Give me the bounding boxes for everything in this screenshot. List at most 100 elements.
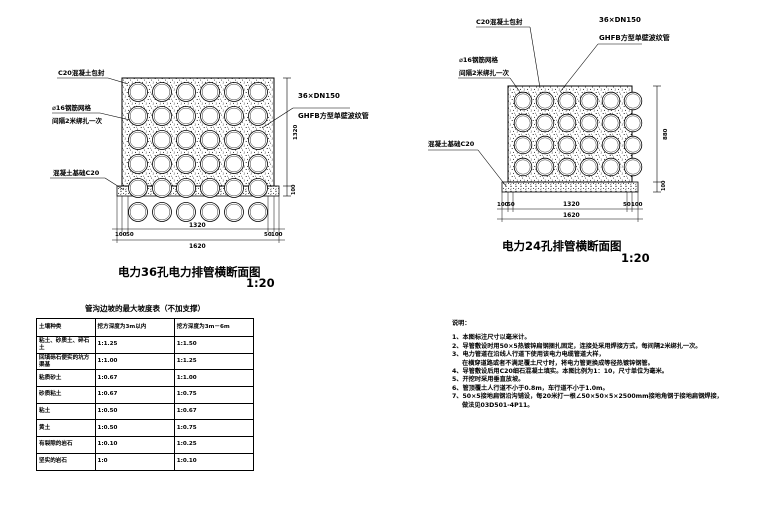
conduit-pipe: [623, 113, 643, 133]
conduit-pipe: [176, 82, 196, 102]
conduit-pipe: [579, 157, 599, 177]
table-row: 粘土、砂质土、碎石土 1:1.25 1:1.50: [36, 336, 255, 354]
table-cell: 1:0.25: [173, 436, 255, 454]
table-cell: 1:1.25: [173, 352, 255, 371]
conduit-pipe-inner: [581, 159, 597, 175]
conduit-pipe-inner: [515, 159, 531, 175]
section-24-hole: [428, 26, 661, 222]
conduit-pipe-inner: [201, 83, 219, 101]
conduit-pipe-inner: [249, 155, 267, 173]
conduit-pipe-inner: [515, 115, 531, 131]
conduit-pipe: [623, 157, 643, 177]
conduit-pipe-inner: [581, 93, 597, 109]
label-rebar-mesh: ⌀16钢筋网格: [52, 103, 91, 112]
conduit-pipe: [513, 157, 533, 177]
conduit-pipe: [200, 130, 220, 150]
conduit-pipe-inner: [625, 115, 641, 131]
table-header-cell: 挖方深度为3m以内: [94, 318, 175, 337]
table-cell: 粘质砂土: [36, 369, 96, 388]
label-foundation: 混凝土基础C20: [428, 139, 475, 148]
conduit-pipe-inner: [225, 179, 243, 197]
dim-seg-mid: 1320: [189, 222, 206, 229]
table-row: 砂质粘土 1:0.67 1:0.75: [36, 386, 255, 404]
conduit-pipe-inner: [201, 155, 219, 173]
conduit-pipe-inner: [625, 93, 641, 109]
dim-seg-right2: 100: [271, 232, 283, 238]
conduit-pipe: [128, 202, 148, 222]
dim-base-height: 100: [291, 184, 297, 195]
conduit-pipe: [601, 157, 621, 177]
table-header-cell: 土壤种类: [36, 318, 96, 337]
conduit-pipe-inner: [603, 159, 619, 175]
section-36-hole: [50, 77, 350, 243]
label-pipe-spec: 36×DN150: [599, 16, 641, 24]
conduit-pipe: [152, 130, 172, 150]
conduit-pipe-inner: [581, 115, 597, 131]
conduit-pipe-inner: [603, 137, 619, 153]
section-scale: 1:20: [246, 276, 275, 290]
note-item: 2、导管敷设时用50×5热镀锌扁钢捆扎固定，连接处采用焊接方式，每间隔2米绑扎一…: [452, 342, 702, 350]
section-scale: 1:20: [621, 251, 650, 265]
conduit-pipe-inner: [225, 83, 243, 101]
dim-height: 880: [663, 128, 669, 140]
conduit-pipe-inner: [249, 131, 267, 149]
conduit-pipe-inner: [129, 131, 147, 149]
conduit-pipe-inner: [625, 137, 641, 153]
conduit-pipe: [152, 178, 172, 198]
dim-base-height: 100: [661, 180, 667, 191]
conduit-pipe: [128, 154, 148, 174]
note-item: 6、管顶覆土人行道不小于0.8m，车行道不小于1.0m。: [452, 384, 609, 392]
table-cell: 黄土: [36, 419, 96, 438]
conduit-pipe: [623, 135, 643, 155]
conduit-pipe-inner: [153, 83, 171, 101]
note-item: 7、50×5接地扁钢沿沟铺设，每20米打一根∠50×50×5×2500mm接地角…: [452, 393, 723, 401]
conduit-pipe-inner: [581, 137, 597, 153]
label-pipe-type: GHFB方型单壁波纹管: [599, 33, 670, 42]
conduit-pipe: [535, 113, 555, 133]
table-cell: 1:0.67: [94, 386, 175, 404]
table-row: 有裂隙的岩石 1:0.10 1:0.25: [36, 436, 255, 454]
table-cell: 1:1.50: [173, 336, 255, 354]
dim-total: 1620: [189, 243, 206, 250]
conduit-pipe: [128, 106, 148, 126]
dim-total: 1620: [563, 212, 580, 219]
table-cell: 坚实的岩石: [36, 452, 96, 471]
conduit-pipe-inner: [249, 203, 267, 221]
conduit-pipe-inner: [559, 159, 575, 175]
table-header-row: 土壤种类 挖方深度为3m以内 挖方深度为3m－6m: [36, 318, 255, 337]
conduit-pipe-inner: [177, 107, 195, 125]
dim-seg-left: 100: [115, 232, 127, 238]
dim-seg-right: 50: [623, 202, 631, 208]
table-cell: 1:0.50: [94, 402, 175, 421]
slope-table: 土壤种类 挖方深度为3m以内 挖方深度为3m－6m 粘土、砂质土、碎石土 1:1…: [36, 318, 255, 471]
conduit-pipe: [200, 154, 220, 174]
conduit-pipe: [152, 82, 172, 102]
section-title: 电力24孔排管横断面图: [502, 239, 622, 253]
note-item: 3、电力管道在沿线人行道下使用该电力电缆管道大样，: [452, 351, 605, 359]
table-row: 坚实的岩石 1:0 1:0.10: [36, 452, 255, 471]
conduit-pipe: [535, 135, 555, 155]
table-header-cell: 挖方深度为3m－6m: [173, 318, 255, 337]
pipe-grid-24: [513, 91, 643, 177]
note-item: 在横穿道路或者不满足覆土尺寸时，将电力管更换成等径热镀锌钢管。: [462, 359, 654, 367]
conduit-pipe: [176, 178, 196, 198]
conduit-pipe-inner: [201, 107, 219, 125]
conduit-pipe: [224, 154, 244, 174]
conduit-pipe: [601, 113, 621, 133]
conduit-pipe-inner: [225, 107, 243, 125]
conduit-pipe: [200, 178, 220, 198]
conduit-pipe: [579, 91, 599, 111]
table-row: 粘质砂土 1:0.67 1:1.00: [36, 369, 255, 388]
conduit-pipe-inner: [537, 159, 553, 175]
table-row: 黄土 1:0.50 1:0.75: [36, 419, 255, 438]
conduit-pipe: [248, 130, 268, 150]
label-rebar-mesh: ⌀16钢筋网格: [459, 55, 498, 64]
conduit-pipe-inner: [177, 131, 195, 149]
conduit-pipe-inner: [559, 93, 575, 109]
conduit-pipe-inner: [249, 83, 267, 101]
conduit-pipe: [248, 202, 268, 222]
table-cell: 1:0.67: [173, 402, 255, 421]
slope-table-title: 管沟边坡的最大坡度表（不加支撑）: [85, 303, 205, 313]
foundation-slab: [501, 181, 639, 193]
